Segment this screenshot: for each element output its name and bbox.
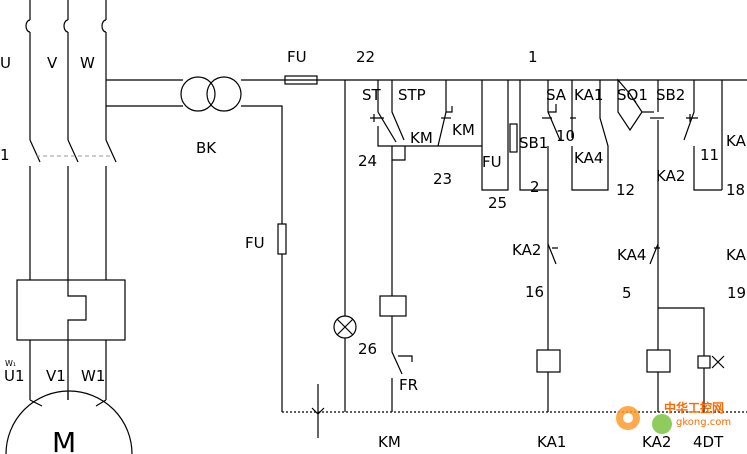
label-SB1: SB1 — [519, 134, 548, 152]
label-KA1-bottom: KA1 — [537, 433, 566, 451]
transformer-bk — [106, 76, 747, 224]
label-10: 10 — [556, 127, 575, 145]
ka1-branch — [536, 80, 609, 412]
label-SQ1: SQ1 — [617, 86, 648, 104]
fuse-top — [284, 75, 318, 85]
label-U: U — [0, 54, 11, 72]
label-SA: SA — [546, 86, 567, 104]
label-KA-right1: KA — [726, 132, 747, 150]
label-motor: M — [52, 426, 76, 454]
label-KA-right2: KA — [726, 246, 747, 264]
ground-tap — [311, 384, 325, 438]
three-phase-lines — [5, 0, 133, 454]
label-FR: FR — [399, 376, 418, 394]
fuse-mid — [277, 223, 287, 255]
label-5: 5 — [622, 284, 632, 302]
label-KM-contact2: KM — [452, 121, 475, 139]
label-25: 25 — [488, 194, 507, 212]
label-BK: BK — [196, 139, 217, 157]
label-KM-contact1: KM — [410, 129, 433, 147]
label-19: 19 — [727, 284, 746, 302]
label-11: 11 — [700, 146, 719, 164]
label-KA2-bottom: KA2 — [642, 433, 671, 451]
label-12: 12 — [616, 181, 635, 199]
lamp-branch — [333, 80, 357, 412]
label-V1: V1 — [46, 367, 66, 385]
label-FU-top: FU — [287, 48, 307, 66]
km-branch — [370, 80, 482, 412]
leaf-icon — [652, 414, 672, 434]
label-24: 24 — [358, 152, 377, 170]
label-1-top: 1 — [528, 48, 538, 66]
label-W1: W1 — [81, 367, 105, 385]
label-STP: STP — [398, 86, 426, 104]
label-V: V — [47, 54, 58, 72]
label-FU-small: FU — [482, 153, 502, 171]
label-FU-mid: FU — [245, 234, 265, 252]
label-18: 18 — [726, 181, 745, 199]
label-KA4-contact: KA4 — [574, 149, 603, 167]
label-23: 23 — [433, 170, 452, 188]
label-W: W — [80, 54, 95, 72]
ka2-branch — [617, 78, 725, 412]
label-KA4-nc: KA4 — [617, 246, 646, 264]
label-KA2-contact: KA2 — [656, 167, 685, 185]
fu-sb1-branch — [481, 80, 548, 191]
label-2: 2 — [530, 178, 540, 196]
label-16: 16 — [525, 283, 544, 301]
watermark-brand: 中华工控网 — [664, 400, 724, 415]
label-KA1: KA1 — [574, 86, 603, 104]
label-W1-small: W₁ — [5, 359, 16, 368]
label-1-left: 1 — [0, 146, 10, 164]
label-ST: ST — [362, 86, 382, 104]
label-22: 22 — [356, 48, 375, 66]
label-KA2-nc: KA2 — [512, 241, 541, 259]
label-KM-bottom: KM — [378, 433, 401, 451]
label-SB2: SB2 — [656, 86, 685, 104]
watermark: 中华工控网 gkong.com — [616, 400, 731, 434]
label-U1: U1 — [4, 367, 25, 385]
watermark-site: gkong.com — [676, 417, 731, 428]
label-26: 26 — [358, 340, 377, 358]
label-4DT: 4DT — [693, 433, 724, 451]
